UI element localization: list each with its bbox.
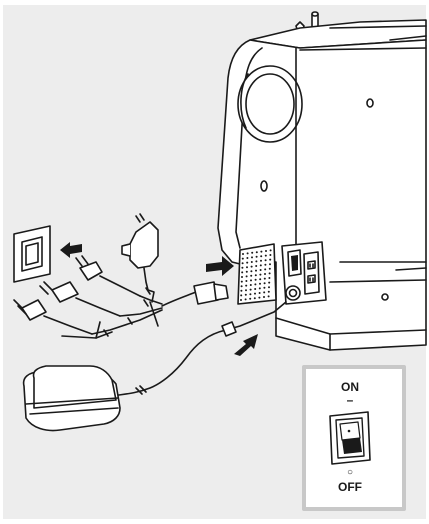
vent-hole <box>240 299 242 301</box>
off-label: OFF <box>320 480 380 494</box>
power-socket-panel <box>282 242 326 304</box>
vent-hole <box>260 269 262 271</box>
vent-hole <box>263 296 265 298</box>
vent-hole <box>259 274 261 276</box>
arrow-to-outlet <box>60 242 82 258</box>
wall-outlet <box>14 226 50 282</box>
vent-hole <box>254 283 256 285</box>
on-label: ON <box>320 380 380 394</box>
vent-hole <box>268 291 270 293</box>
vent-hole <box>245 280 247 282</box>
vent-hole <box>242 262 244 264</box>
vent-hole <box>255 274 257 276</box>
vent-hole <box>269 254 271 256</box>
vent-grille <box>238 244 276 304</box>
vent-hole <box>255 279 257 281</box>
vent-hole <box>241 276 243 278</box>
vent-hole <box>242 258 244 260</box>
vent-hole <box>245 289 247 291</box>
vent-hole <box>260 260 262 262</box>
vent-hole <box>241 267 243 269</box>
vent-hole <box>256 251 258 253</box>
vent-hole <box>263 291 265 293</box>
vent-hole <box>245 294 247 296</box>
vent-hole <box>264 264 266 266</box>
vent-hole <box>260 255 262 257</box>
vent-hole <box>256 256 258 258</box>
vent-hole <box>269 272 271 274</box>
foot-controller <box>24 366 120 431</box>
power-plug-3 <box>14 300 92 334</box>
vent-hole <box>246 266 248 268</box>
vent-hole <box>254 297 256 299</box>
power-plug-2 <box>40 282 120 316</box>
vent-hole <box>255 265 257 267</box>
vent-hole <box>250 284 252 286</box>
vent-hole <box>259 287 261 289</box>
vent-hole <box>250 279 252 281</box>
vent-hole <box>246 257 248 259</box>
vent-hole <box>268 282 270 284</box>
vent-hole <box>269 259 271 261</box>
vent-hole <box>254 293 256 295</box>
arrow-to-foot-jack <box>234 334 258 356</box>
vent-hole <box>264 278 266 280</box>
vent-hole <box>264 282 266 284</box>
vent-hole <box>241 271 243 273</box>
vent-hole <box>259 292 261 294</box>
vent-hole <box>255 260 257 262</box>
vent-hole <box>264 268 266 270</box>
vent-hole <box>249 293 251 295</box>
vent-hole <box>268 286 270 288</box>
vent-hole <box>250 289 252 291</box>
vent-hole <box>245 298 247 300</box>
vent-hole <box>260 251 262 253</box>
vent-hole <box>240 294 242 296</box>
vent-hole <box>270 249 272 251</box>
vent-hole <box>260 264 262 266</box>
vent-hole <box>246 275 248 277</box>
vent-hole <box>254 288 256 290</box>
off-symbol: ○ <box>320 467 380 478</box>
vent-hole <box>265 250 267 252</box>
vent-hole <box>249 298 251 300</box>
vent-hole <box>250 270 252 272</box>
vent-hole <box>245 285 247 287</box>
vent-hole <box>265 255 267 257</box>
vent-hole <box>265 259 267 261</box>
vent-hole <box>269 268 271 270</box>
vent-hole <box>259 278 261 280</box>
power-adapter <box>122 214 158 302</box>
vent-hole <box>264 273 266 275</box>
vent-hole <box>251 256 253 258</box>
vent-hole <box>259 283 261 285</box>
vent-hole <box>269 263 271 265</box>
vent-hole <box>246 271 248 273</box>
vent-hole <box>250 275 252 277</box>
vent-hole <box>251 252 253 254</box>
vent-hole <box>241 281 243 283</box>
vent-hole <box>241 285 243 287</box>
vent-hole <box>268 277 270 279</box>
vent-hole <box>240 290 242 292</box>
vent-hole <box>242 253 244 255</box>
vent-hole <box>258 297 260 299</box>
vent-hole <box>268 295 270 297</box>
foot-controller-cord <box>112 302 286 396</box>
vent-hole <box>255 270 257 272</box>
vent-hole <box>247 252 249 254</box>
vent-hole <box>251 261 253 263</box>
vent-hole <box>251 266 253 268</box>
vent-hole <box>263 287 265 289</box>
power-plug-1 <box>76 256 140 296</box>
vent-hole <box>246 262 248 264</box>
power-cord <box>62 282 228 338</box>
on-symbol: – <box>320 393 380 407</box>
